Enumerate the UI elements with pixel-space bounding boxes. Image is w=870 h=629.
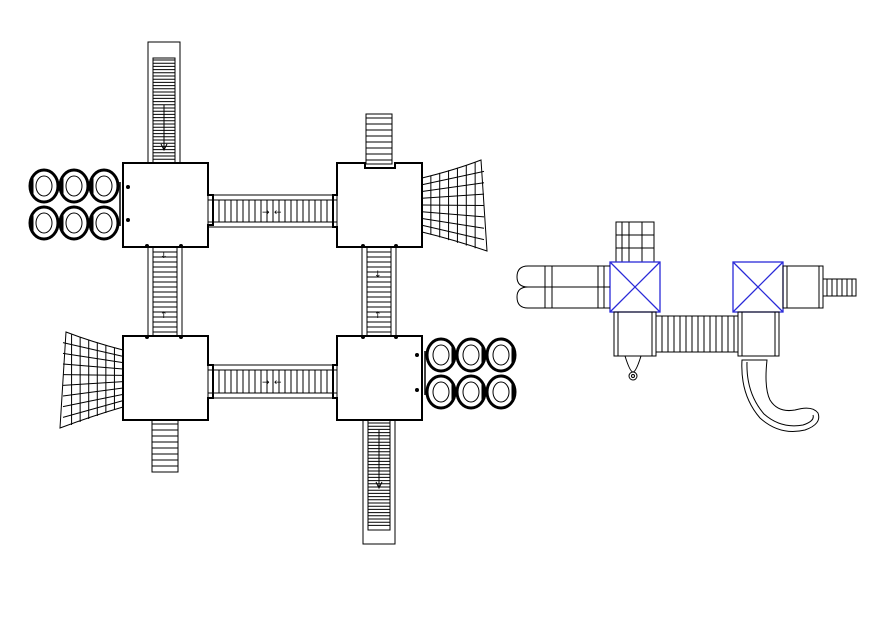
ladder-rungs bbox=[366, 117, 392, 161]
tower-deck-1 bbox=[613, 311, 657, 381]
curved-slide bbox=[741, 359, 820, 432]
elevation-ladder-top bbox=[615, 221, 655, 263]
bridge-slats bbox=[212, 200, 334, 222]
arrow-down-icon: ↓ bbox=[160, 251, 168, 261]
arrow-left-icon: ← bbox=[274, 378, 282, 388]
tire-climber-top-left bbox=[28, 168, 121, 241]
ladder-rungs bbox=[368, 422, 390, 526]
tower-roof-2 bbox=[732, 261, 784, 313]
bridge-top: → ← bbox=[207, 194, 338, 228]
ladder-rungs bbox=[153, 59, 175, 160]
tower-deck-2 bbox=[737, 311, 780, 357]
arrow-right-icon: → bbox=[262, 208, 270, 218]
playground-plan-view: → ← → ← ↓ ↑ ↓ ↑ bbox=[28, 41, 517, 545]
side-panels-left bbox=[516, 265, 610, 309]
cargo-net-bottom-left bbox=[59, 331, 124, 429]
ladder-rungs bbox=[152, 423, 178, 467]
platform-bottom-right bbox=[332, 335, 423, 421]
platform-bottom-left bbox=[122, 335, 214, 421]
arrow-left-icon: ← bbox=[274, 208, 282, 218]
arrow-down-icon: ↓ bbox=[374, 270, 382, 280]
tower-roof-1 bbox=[609, 261, 661, 313]
cargo-net-top-right bbox=[421, 159, 488, 252]
platform-top-left bbox=[122, 162, 214, 248]
stairs-right-connector: ↓ ↑ bbox=[361, 246, 397, 337]
tire-climber-bottom-right bbox=[424, 337, 517, 410]
platform-top-right bbox=[332, 162, 423, 248]
net-mesh bbox=[421, 162, 485, 249]
ladder-top-left bbox=[147, 41, 181, 164]
side-panel-right bbox=[782, 265, 857, 309]
bridge-bottom: → ← bbox=[207, 364, 338, 399]
bridge-slats bbox=[661, 316, 735, 352]
platform-posts bbox=[126, 185, 419, 392]
net-mesh bbox=[62, 334, 124, 425]
stairs-left-connector: ↓ ↑ bbox=[147, 246, 183, 337]
elevation-bridge bbox=[655, 315, 739, 353]
arrow-right-icon: → bbox=[262, 378, 270, 388]
stair-steps bbox=[153, 251, 177, 333]
ladder-top-right bbox=[365, 113, 393, 165]
ladder-bottom-right bbox=[362, 419, 396, 545]
stair-steps bbox=[367, 251, 391, 333]
ladder-rungs bbox=[826, 279, 853, 296]
arrow-up-icon: ↑ bbox=[160, 311, 168, 321]
ladder-bottom-left bbox=[151, 419, 179, 473]
bridge-slats bbox=[212, 370, 334, 393]
playground-side-elevation bbox=[516, 221, 857, 432]
arrow-up-icon: ↑ bbox=[374, 311, 382, 321]
